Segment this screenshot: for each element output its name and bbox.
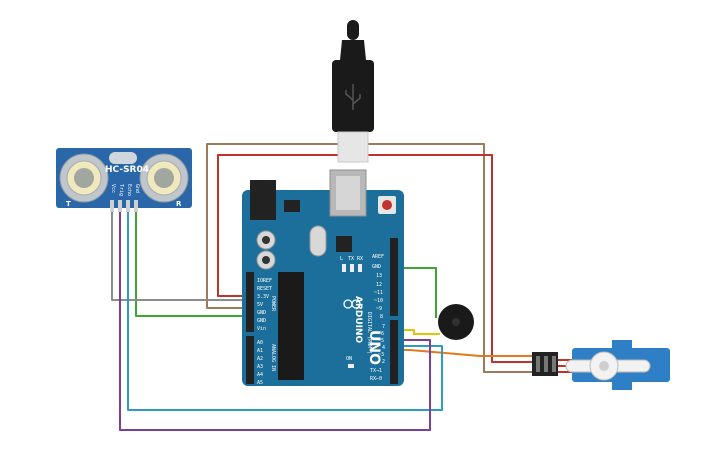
brand-name: ARDUINO xyxy=(353,296,363,344)
brand-model: UNO xyxy=(366,330,382,365)
wire-cyan-trig[interactable] xyxy=(127,210,443,411)
reset-button[interactable] xyxy=(378,196,396,214)
led-label-l: L xyxy=(340,256,343,262)
sensor-pin-label: Vcc xyxy=(110,184,116,193)
transducer-left xyxy=(59,153,109,203)
digital-pin-label: 4 xyxy=(382,345,385,351)
voltage-regulator xyxy=(284,200,300,212)
analog-pin-label: A0 xyxy=(257,340,263,346)
power-jack xyxy=(250,180,276,220)
power-title: POWER xyxy=(270,296,276,312)
digital-pin-label: AREF xyxy=(372,254,384,260)
digital-pin-label: 13 xyxy=(376,273,382,279)
digital-pin-label: ~6 xyxy=(378,331,384,337)
power-pin-label: 5V xyxy=(257,302,263,308)
digital-title: DIGITAL (PWM~) xyxy=(366,312,372,354)
power-pin-label: 3.3V xyxy=(257,294,269,300)
wire-purple-echo[interactable] xyxy=(119,210,431,431)
digital-pin-label: ~5 xyxy=(378,338,384,344)
piezo-buzzer[interactable] xyxy=(438,304,474,340)
analog-pin-label: A1 xyxy=(257,348,263,354)
digital-header-bottom[interactable] xyxy=(390,320,398,384)
wire-grey-vcc[interactable] xyxy=(111,210,250,301)
power-header[interactable] xyxy=(246,272,254,332)
power-pin-label: GND xyxy=(257,310,266,316)
digital-pin-label: 8 xyxy=(380,314,383,320)
arduino-logo-icon xyxy=(343,299,361,309)
ultrasonic-sensor[interactable]: HC-SR04 T R Vcc Trig Echo Gnd xyxy=(56,148,192,212)
atmega-chip xyxy=(278,272,304,380)
sensor-left-mark: T xyxy=(66,200,71,208)
sensor-pin-label: Gnd xyxy=(134,184,140,193)
transducer-right xyxy=(139,153,189,203)
sensor-pins[interactable] xyxy=(110,200,138,212)
servo-horn[interactable] xyxy=(565,351,651,381)
wire-green-sensor-gnd[interactable] xyxy=(135,210,250,317)
usb-chip xyxy=(336,236,352,252)
wire-orange-signal[interactable] xyxy=(392,349,540,357)
digital-pin-label: ~3 xyxy=(378,352,384,358)
digital-pin-label: RX←0 xyxy=(370,376,382,382)
digital-pin-label: TX→1 xyxy=(370,368,382,374)
sensor-right-mark: R xyxy=(176,200,182,208)
status-leds xyxy=(342,264,362,272)
power-pin-label: Vin xyxy=(257,326,266,332)
digital-pin-label: GND xyxy=(372,264,381,270)
led-label-rx: RX xyxy=(357,256,363,262)
digital-header-top[interactable] xyxy=(390,238,398,316)
analog-pin-label: A5 xyxy=(257,380,263,386)
digital-pin-label: ~9 xyxy=(376,306,382,312)
power-pin-label: IOREF xyxy=(257,278,272,284)
wire-green-gnd[interactable] xyxy=(392,267,437,318)
power-pin-label: GND xyxy=(257,318,266,324)
servo-motor[interactable] xyxy=(532,340,670,390)
sensor-pin-label: Echo xyxy=(126,184,132,196)
arduino-board[interactable]: L TX RX ON ARDUINO UNO IOREF RESET 3.3V … xyxy=(242,169,404,386)
digital-pin-label: 12 xyxy=(376,282,382,288)
analog-pin-label: A3 xyxy=(257,364,263,370)
digital-pin-label: 2 xyxy=(382,359,385,365)
sensor-pin-label: Trig xyxy=(118,184,124,196)
analog-pin-label: A2 xyxy=(257,356,263,362)
crystal-oscillator xyxy=(309,225,327,257)
analog-header[interactable] xyxy=(246,336,254,384)
capacitor xyxy=(256,230,276,270)
power-pin-label: RESET xyxy=(257,286,272,292)
analog-title: ANALOG IN xyxy=(270,344,276,371)
usb-cable[interactable] xyxy=(332,20,374,163)
digital-pin-label: ~11 xyxy=(374,290,383,296)
usb-icon xyxy=(345,84,361,110)
led-label-tx: TX xyxy=(348,256,354,262)
on-led-label: ON xyxy=(346,356,352,362)
sensor-model-label: HC-SR04 xyxy=(105,165,149,175)
digital-pin-label: ~10 xyxy=(374,298,383,304)
digital-pin-label: 7 xyxy=(382,324,385,330)
analog-pin-label: A4 xyxy=(257,372,263,378)
